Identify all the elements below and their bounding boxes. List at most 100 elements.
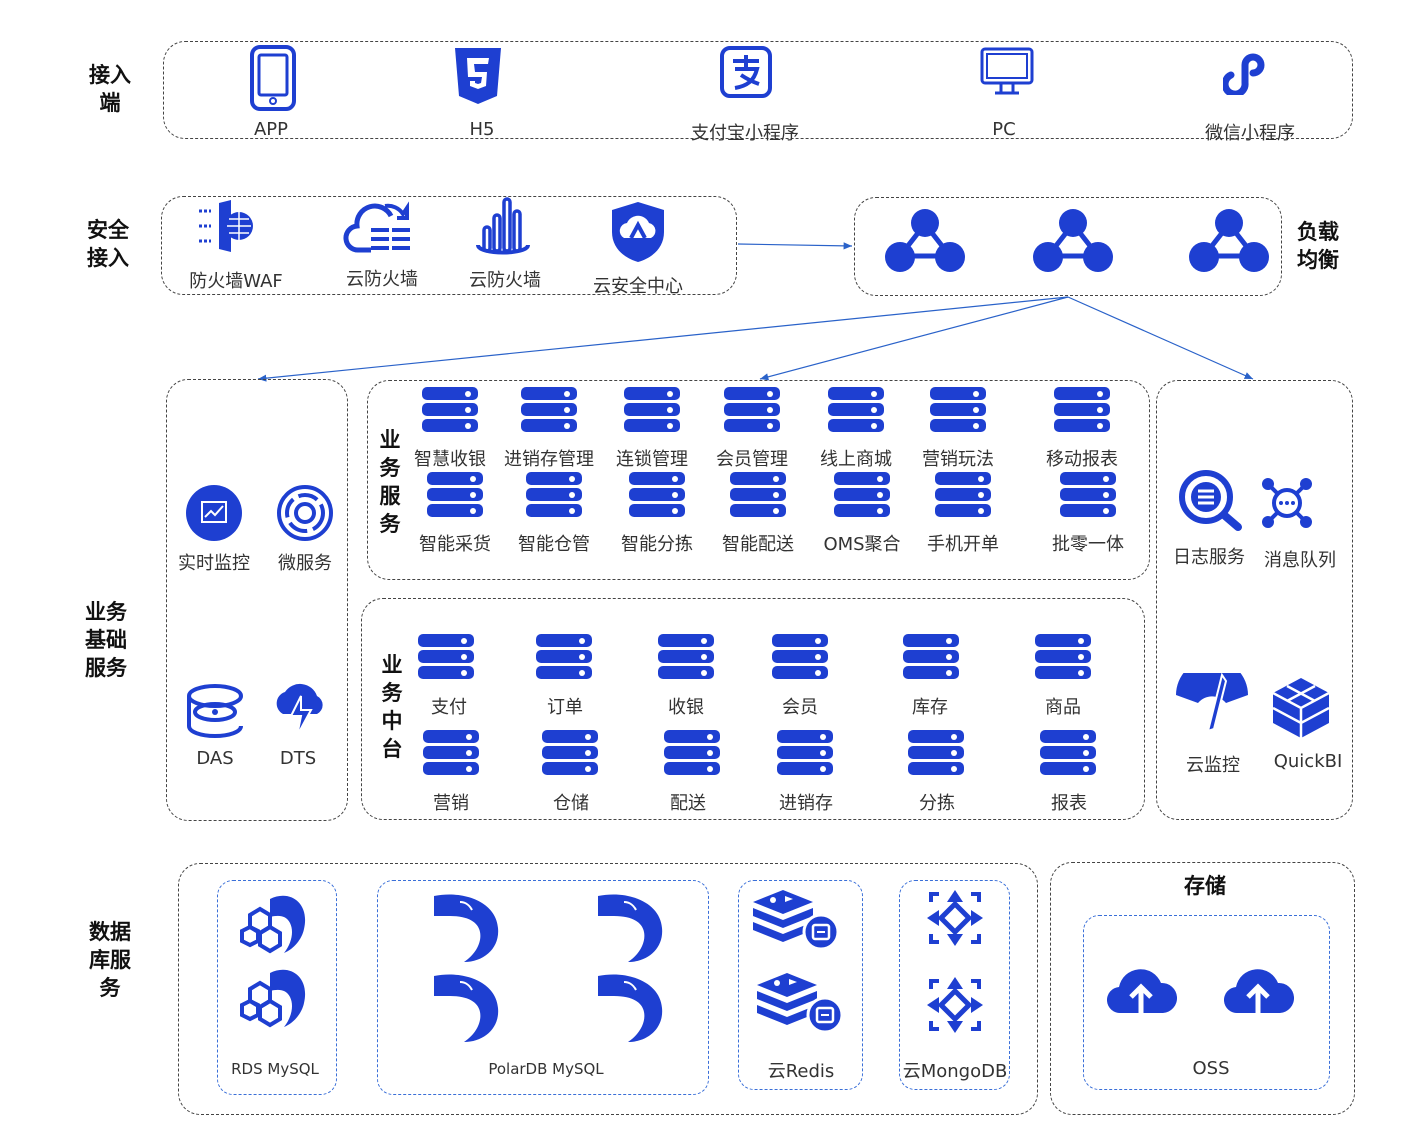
foundation-item-label: DAS — [196, 748, 234, 769]
service-module-icon — [624, 387, 680, 435]
redis-icon — [751, 886, 841, 954]
microservice-icon — [276, 484, 334, 546]
access-item-label: 微信小程序 — [1205, 123, 1295, 144]
rds-label: RDS MySQL — [231, 1060, 319, 1078]
rds-mysql-icon — [240, 965, 310, 1035]
das-icon — [185, 682, 245, 744]
load-balancer-node-icon — [884, 208, 966, 278]
middle-module-icon — [1035, 634, 1091, 682]
title-char: 业 — [381, 653, 403, 677]
service-module-icon — [930, 387, 986, 435]
middle-module-label: 订单 — [547, 697, 583, 718]
middle-module-icon — [418, 634, 474, 682]
security-title: 安全接入 — [87, 218, 129, 270]
service-module-label: 批零一体 — [1052, 534, 1124, 555]
rds-group — [217, 880, 337, 1095]
service-module-icon — [422, 387, 478, 435]
middle-module-icon — [536, 634, 592, 682]
middle-module-label: 收银 — [668, 697, 704, 718]
cloud-firewall-icon — [343, 200, 417, 260]
security-item-label: 云防火墙 — [346, 269, 418, 290]
access-item-label: PC — [992, 119, 1016, 140]
html5-icon — [453, 46, 503, 110]
polardb-icon — [430, 892, 502, 968]
middle-module-icon — [772, 634, 828, 682]
middle-module-label: 会员 — [782, 697, 818, 718]
foundation-title: 业务基础服务 — [85, 600, 127, 680]
mongodb-icon — [925, 975, 985, 1039]
title-char: 业 — [379, 428, 401, 452]
log-search-icon — [1178, 469, 1242, 535]
service-module-icon — [521, 387, 577, 435]
service-module-icon — [730, 472, 786, 520]
middle-module-icon — [903, 634, 959, 682]
title-char: 务 — [379, 512, 401, 536]
security-item-label: 防火墙WAF — [189, 271, 283, 292]
service-module-label: 智能配送 — [722, 534, 794, 555]
service-module-label: 手机开单 — [927, 534, 999, 555]
middle-module-label: 商品 — [1045, 697, 1081, 718]
middle-module-icon — [658, 634, 714, 682]
business-middle-title: 业务中台 — [380, 651, 404, 763]
service-module-icon — [629, 472, 685, 520]
middle-module-label: 分拣 — [919, 793, 955, 814]
middle-module-icon — [423, 730, 479, 778]
middle-module-icon — [777, 730, 833, 778]
business-middle-box — [361, 598, 1145, 820]
service-module-label: 智能仓管 — [518, 534, 590, 555]
redis-group — [738, 880, 863, 1090]
alipay-icon — [719, 45, 773, 103]
middle-module-label: 报表 — [1051, 793, 1087, 814]
service-module-icon — [828, 387, 884, 435]
security-item-label: 云防火墙 — [469, 270, 541, 291]
business-services-box — [367, 380, 1150, 580]
foundation-item-label: 日志服务 — [1173, 547, 1245, 568]
waf-icon — [197, 199, 259, 257]
mongodb-group — [899, 880, 1010, 1090]
access-item-label: 支付宝小程序 — [691, 123, 799, 144]
middle-module-label: 营销 — [433, 793, 469, 814]
security-item-label: 云安全中心 — [593, 276, 683, 297]
service-module-label: 线上商城 — [820, 449, 892, 470]
polardb-icon — [430, 972, 502, 1048]
middle-module-icon — [1040, 730, 1096, 778]
storage-title: 存储 — [1184, 874, 1226, 898]
oss-label: OSS — [1192, 1058, 1230, 1079]
middle-module-icon — [542, 730, 598, 778]
service-module-icon — [935, 472, 991, 520]
service-module-label: 智能采货 — [419, 534, 491, 555]
firewall-bars-icon — [470, 197, 536, 267]
service-module-label: 移动报表 — [1046, 449, 1118, 470]
foundation-item-label: DTS — [279, 748, 317, 769]
service-module-label: 会员管理 — [716, 449, 788, 470]
foundation-item-label: 消息队列 — [1264, 550, 1336, 571]
polardb-icon — [594, 892, 666, 968]
load-balance-box — [854, 197, 1282, 296]
access-item-label: APP — [253, 119, 289, 140]
business-services-title: 业务服务 — [378, 426, 402, 538]
service-module-label: 智能分拣 — [621, 534, 693, 555]
dts-icon — [269, 678, 329, 742]
middle-module-label: 进销存 — [779, 793, 833, 814]
oss-group — [1083, 915, 1330, 1090]
foundation-right-box — [1156, 380, 1353, 820]
monitor-chart-icon — [185, 484, 243, 546]
title-char: 服 — [379, 484, 401, 508]
mongodb-label: 云MongoDB — [902, 1061, 1008, 1082]
foundation-item-label: 云监控 — [1186, 755, 1240, 776]
database-box — [178, 863, 1038, 1115]
foundation-item-label: 微服务 — [278, 553, 332, 574]
service-module-icon — [1054, 387, 1110, 435]
redis-icon — [755, 969, 845, 1037]
load-balancer-node-icon — [1188, 208, 1270, 278]
service-module-label: OMS聚合 — [823, 534, 901, 555]
redis-label: 云Redis — [767, 1061, 835, 1082]
polardb-icon — [594, 972, 666, 1048]
shield-icon — [609, 200, 667, 268]
middle-module-label: 仓储 — [553, 793, 589, 814]
service-module-icon — [724, 387, 780, 435]
title-char: 台 — [381, 737, 403, 761]
security-box — [161, 196, 737, 295]
quickbi-icon — [1269, 676, 1333, 744]
